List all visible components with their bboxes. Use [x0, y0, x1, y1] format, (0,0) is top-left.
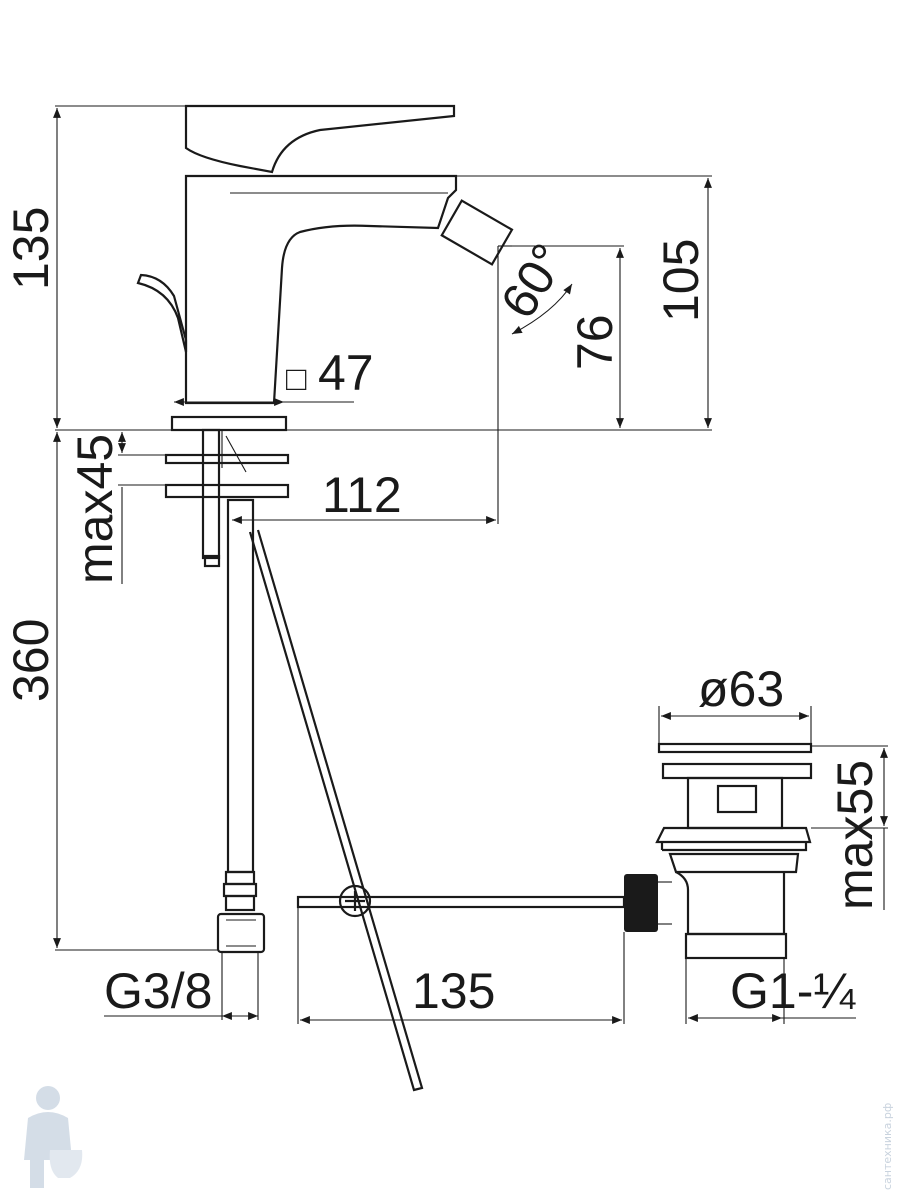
pop-up-pull-lever — [136, 273, 188, 353]
rod-clamp — [338, 884, 372, 918]
watermark-text: сантехника.рф — [881, 1103, 894, 1190]
dim-height-spout: 105 — [653, 239, 709, 322]
plumber-mascot-icon — [24, 1086, 83, 1188]
dim-max-deck: max45 — [67, 434, 123, 584]
knurled-nut — [624, 874, 658, 932]
dim-waste-diameter: ø63 — [698, 661, 784, 717]
dim-base-size: 47 — [318, 345, 374, 401]
base-plate — [170, 415, 288, 432]
pop-up-waste — [624, 742, 813, 960]
faucet-body — [136, 104, 514, 432]
faucet-main-body — [184, 174, 458, 405]
watermark: сантехника.рф — [24, 1086, 894, 1190]
dim-height-total: 135 — [3, 207, 59, 290]
bidet-nozzle — [440, 199, 514, 266]
dim-hose-thread: G3/8 — [104, 963, 212, 1019]
dim-spout-angle: 60° — [490, 234, 578, 328]
supply-hose — [216, 498, 266, 954]
dim-base-symbol: □ — [286, 360, 307, 398]
dim-hose-length: 360 — [3, 619, 59, 702]
dimension-lines — [53, 105, 888, 1024]
dim-waste-max: max55 — [827, 760, 883, 910]
dimension-labels: 135 105 76 60° □ 47 112 max45 360 G3/8 1… — [3, 207, 883, 1019]
dim-height-outlet: 76 — [567, 314, 623, 370]
lever-handle — [184, 104, 456, 174]
dim-waste-thread: G1-¼ — [730, 963, 856, 1019]
dim-rod-length: 135 — [412, 963, 495, 1019]
dim-spout-reach: 112 — [322, 467, 402, 523]
